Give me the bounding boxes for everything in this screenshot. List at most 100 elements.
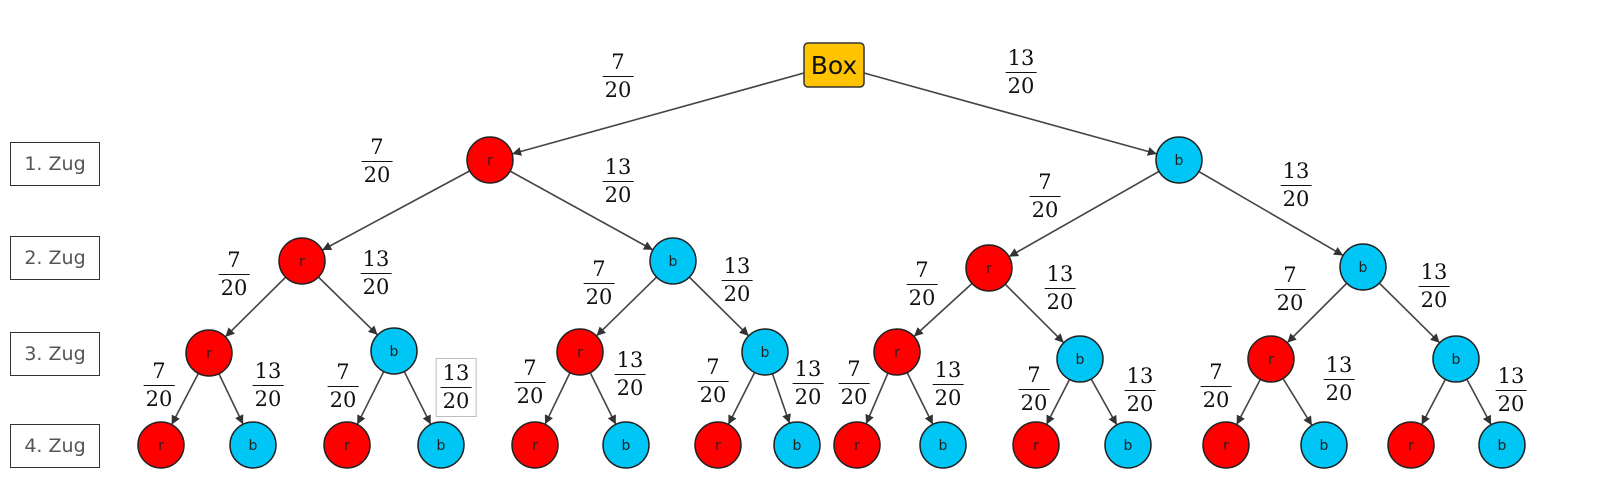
node-l1-1-blue: b [1155, 136, 1203, 184]
node-label: b [669, 254, 678, 270]
fraction-denominator: 20 [1323, 379, 1355, 405]
fraction-numerator: 7 [847, 357, 861, 381]
node-l3-6-red: r [1247, 335, 1295, 383]
fraction-denominator: 20 [721, 280, 753, 306]
fraction-denominator: 20 [614, 374, 646, 400]
node-label: r [577, 345, 583, 361]
node-label: r [487, 153, 493, 169]
node-l4-0-red: r [137, 421, 185, 469]
fraction-numerator: 7 [370, 135, 384, 159]
node-l4-12-red: r [1202, 421, 1250, 469]
root-label: Box [811, 51, 857, 80]
node-label: r [894, 345, 900, 361]
node-label: r [854, 438, 860, 454]
fraction-numerator: 13 [1126, 364, 1154, 388]
node-label: b [939, 438, 948, 454]
node-l3-3-blue: b [741, 328, 789, 376]
fraction-denominator: 20 [1200, 386, 1232, 412]
node-l4-9-blue: b [919, 421, 967, 469]
node-l3-2-red: r [556, 328, 604, 376]
fraction-denominator: 20 [602, 76, 634, 102]
fraction-numerator: 7 [1283, 263, 1297, 287]
fraction-numerator: 7 [915, 258, 929, 282]
node-l4-1-blue: b [229, 421, 277, 469]
node-label: r [715, 438, 721, 454]
fraction-numerator: 7 [152, 359, 166, 383]
fraction-denominator: 20 [327, 386, 359, 412]
fraction-denominator: 20 [360, 273, 392, 299]
node-l2-1-blue: b [649, 237, 697, 285]
node-label: b [1359, 260, 1368, 276]
fraction-numerator: 13 [1282, 159, 1310, 183]
fraction-numerator: 13 [1046, 262, 1074, 286]
edge-l1-1-blue [1178, 159, 1344, 257]
fraction-denominator: 20 [1029, 196, 1061, 222]
fraction-denominator: 20 [440, 387, 472, 413]
node-l4-14-red: r [1387, 421, 1435, 469]
level-label-2: 2. Zug [10, 236, 100, 280]
fraction-denominator: 20 [1124, 390, 1156, 416]
fraction-denominator: 20 [143, 385, 175, 411]
fraction-denominator: 20 [361, 161, 393, 187]
node-label: b [1175, 153, 1184, 169]
node-l3-4-red: r [873, 328, 921, 376]
node-label: r [986, 261, 992, 277]
node-label: b [249, 438, 258, 454]
node-label: r [532, 438, 538, 454]
fraction-denominator: 20 [1274, 289, 1306, 315]
node-l4-8-red: r [833, 421, 881, 469]
node-label: b [1124, 438, 1133, 454]
node-l4-4-red: r [511, 421, 559, 469]
node-l2-3-blue: b [1339, 243, 1387, 291]
node-label: r [1268, 352, 1274, 368]
fraction-numerator: 13 [1497, 364, 1525, 388]
fraction-numerator: 13 [362, 247, 390, 271]
node-l3-0-red: r [185, 329, 233, 377]
fraction-numerator: 7 [227, 248, 241, 272]
fraction-denominator: 20 [838, 383, 870, 409]
node-l3-7-blue: b [1432, 335, 1480, 383]
root-node: Box [803, 42, 865, 88]
node-label: b [1076, 352, 1085, 368]
node-label: b [761, 345, 770, 361]
fraction-numerator: 7 [611, 50, 625, 74]
node-l4-5-blue: b [602, 421, 650, 469]
fraction-denominator: 20 [583, 283, 615, 309]
fraction-numerator: 13 [616, 348, 644, 372]
node-label: r [158, 438, 164, 454]
fraction-denominator: 20 [906, 284, 938, 310]
fraction-numerator: 7 [1027, 363, 1041, 387]
fraction-numerator: 7 [592, 257, 606, 281]
fraction-denominator: 20 [1018, 389, 1050, 415]
fraction-denominator: 20 [1418, 286, 1450, 312]
node-l4-10-red: r [1012, 421, 1060, 469]
node-l4-15-blue: b [1478, 421, 1526, 469]
node-l4-2-red: r [323, 421, 371, 469]
fraction-numerator: 7 [1209, 360, 1223, 384]
node-l3-1-blue: b [370, 327, 418, 375]
fraction-denominator: 20 [932, 384, 964, 410]
fraction-numerator: 7 [706, 355, 720, 379]
node-l3-5-blue: b [1056, 335, 1104, 383]
node-l2-0-red: r [278, 237, 326, 285]
node-label: b [1498, 438, 1507, 454]
